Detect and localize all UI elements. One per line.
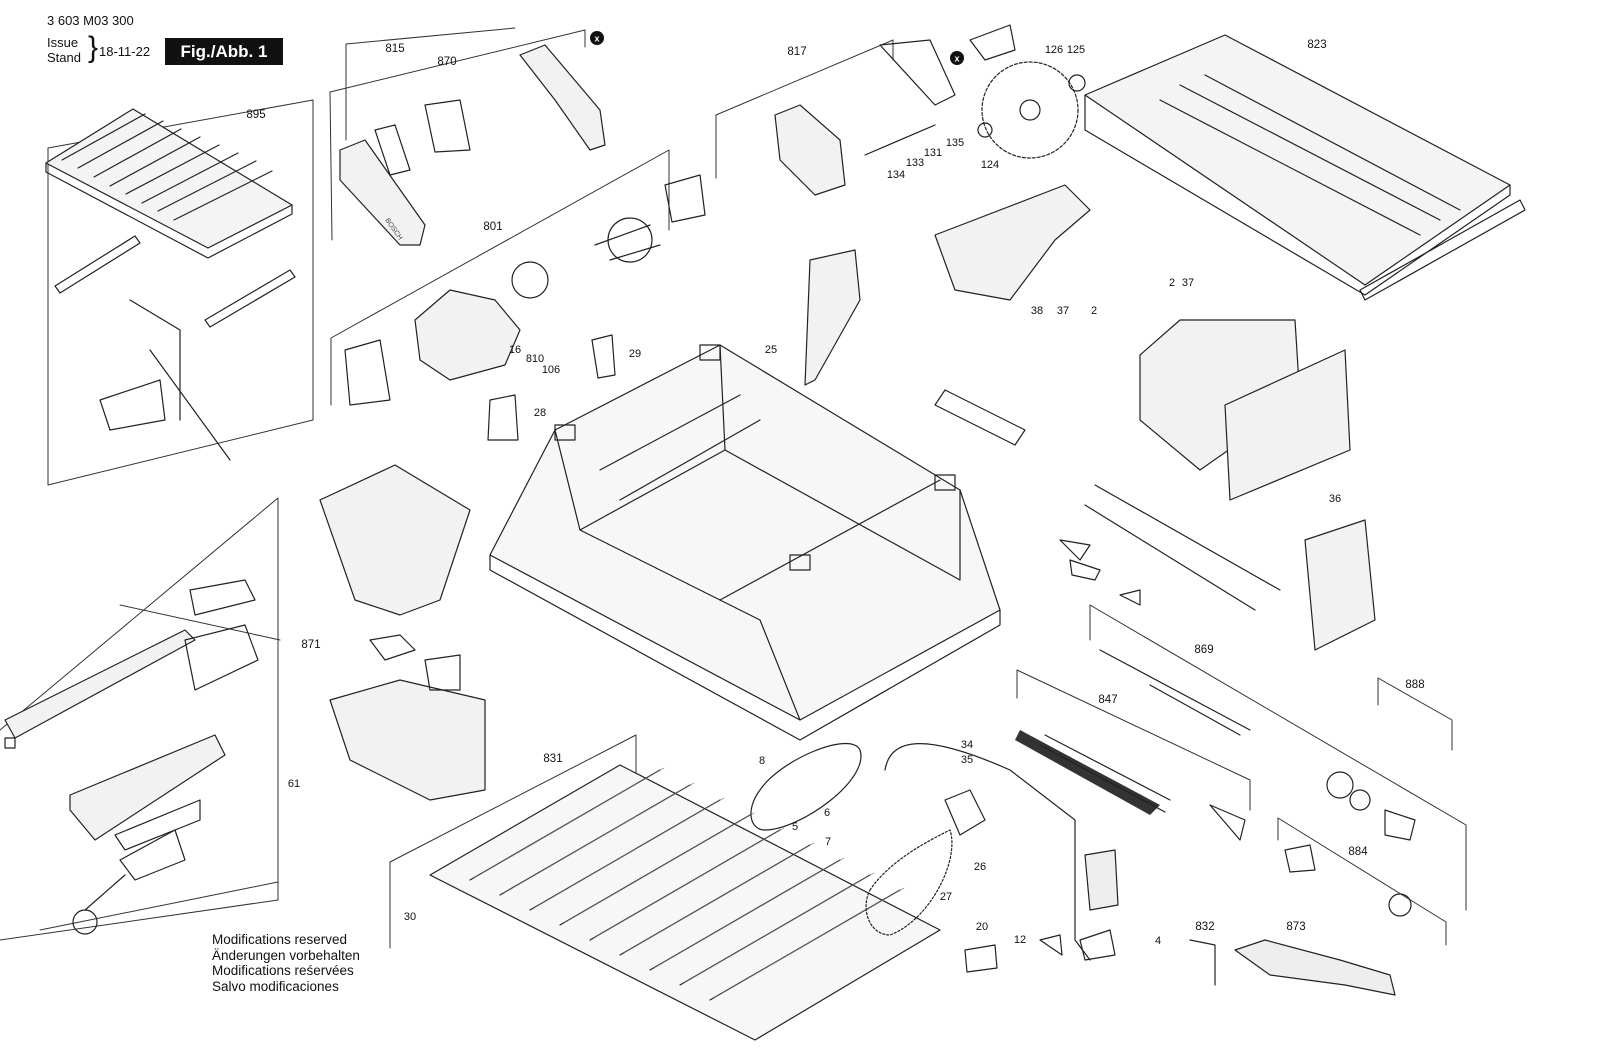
assembly-label-815: 815 [385, 43, 404, 55]
assembly-label-873: 873 [1286, 921, 1305, 933]
part-label-28: 28 [534, 407, 546, 419]
part-label-2: 2 [1091, 305, 1097, 317]
assembly-label-871: 871 [301, 639, 320, 651]
cables-and-hose [750, 742, 1119, 973]
issue-stand-labels: Issue Stand [47, 35, 81, 65]
guard-assembly-815 [339, 44, 606, 246]
part-label-35: 35 [961, 754, 973, 766]
part-label-4: 4 [1155, 935, 1161, 947]
part-label-34: 34 [961, 739, 973, 751]
part-label-20: 20 [976, 921, 988, 933]
part-label-8: 8 [759, 755, 765, 767]
assembly-label-870: 870 [437, 56, 456, 68]
notice-line: Änderungen vorbehalten [212, 947, 360, 963]
assembly-label-817: 817 [787, 46, 806, 58]
blade-assembly-817 [774, 24, 1086, 196]
part-label-29: 29 [629, 348, 641, 360]
notice-line: Modifications reśervées [212, 963, 354, 978]
assembly-label-831: 831 [543, 753, 562, 765]
part-label-5: 5 [792, 821, 798, 833]
notice-line: Modifications reserved [212, 932, 348, 947]
modifications-notice: Modifications reserved Änderungen vorbeh… [212, 932, 360, 994]
part-label-135: 135 [946, 137, 964, 149]
figure-label: Fig./Abb. 1 [165, 38, 283, 65]
brace-glyph: } [88, 31, 99, 64]
part-label-16: 16 [509, 344, 521, 356]
assembly-label-801: 801 [483, 221, 502, 233]
assembly-label-847: 847 [1098, 694, 1117, 706]
part-label-38: 38 [1031, 305, 1043, 317]
part-label-126: 126 [1045, 44, 1063, 56]
part-label-6: 6 [824, 807, 830, 819]
tool-parts [1189, 939, 1396, 996]
part-label-125: 125 [1067, 44, 1085, 56]
blade-guard-parts [319, 464, 486, 801]
callout-x-marker [950, 51, 964, 65]
rail-parts [1015, 649, 1416, 917]
assembly-label-823: 823 [1307, 39, 1326, 51]
part-label-30: 30 [404, 911, 416, 923]
part-label-131: 131 [924, 147, 942, 159]
miter-gauge-871 [4, 579, 259, 935]
part-label-12: 12 [1014, 934, 1026, 946]
base-plate-831 [429, 764, 941, 1041]
table-top-823 [1084, 34, 1526, 301]
callout-x-marker [590, 31, 604, 45]
assembly-label-832: 832 [1195, 921, 1214, 933]
callout-x-label: x [594, 34, 599, 44]
callout-x-label: x [954, 54, 959, 64]
part-label-36: 36 [1329, 493, 1341, 505]
part-label-2: 2 [1169, 277, 1175, 289]
issue-date: 18-11-22 [99, 44, 151, 59]
notice-line: Salvo modificaciones [212, 978, 339, 994]
part-label-61: 61 [288, 778, 300, 790]
part-number-labels: 8158708958018178238718318698478888848738… [246, 39, 1424, 947]
assembly-label-895: 895 [246, 109, 265, 121]
base-housing-25 [489, 344, 1001, 741]
motor-assembly-801 [344, 174, 706, 441]
document-id: 3 603 M03 300 [47, 13, 134, 28]
part-label-124: 124 [981, 159, 999, 171]
assembly-label-869: 869 [1194, 644, 1213, 656]
part-label-25: 25 [765, 344, 777, 356]
assembly-label-888: 888 [1405, 679, 1424, 691]
callout-markers: xx [590, 31, 964, 65]
part-label-27: 27 [940, 891, 952, 903]
part-label-133: 133 [906, 157, 924, 169]
part-label-134: 134 [887, 169, 905, 181]
assembly-label-884: 884 [1348, 846, 1368, 858]
table-extension-895 [45, 108, 296, 461]
part-label-7: 7 [825, 836, 831, 848]
part-label-37: 37 [1057, 305, 1069, 317]
part-label-106: 106 [542, 364, 560, 376]
part-label-37: 37 [1182, 277, 1194, 289]
part-label-810: 810 [526, 353, 544, 365]
stand-label: Stand [47, 50, 81, 65]
trunnion-parts [804, 184, 1376, 651]
issue-label: Issue [47, 35, 79, 50]
part-label-26: 26 [974, 861, 986, 873]
